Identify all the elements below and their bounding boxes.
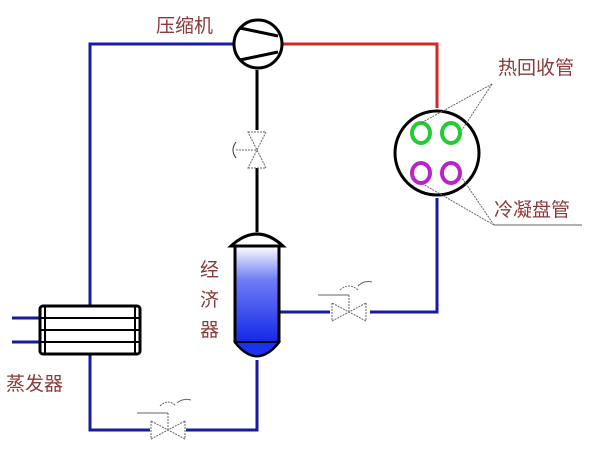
evaporator-return-line: [88, 355, 150, 432]
leader-lines: [420, 83, 582, 226]
suction-line: [88, 42, 236, 312]
economizer-label-1: 经: [200, 259, 219, 281]
heat-recovery-label: 热回收管: [498, 57, 574, 79]
expansion-valve-icon: [137, 398, 192, 440]
compressor-label: 压缩机: [156, 15, 213, 37]
compressor: [232, 18, 284, 70]
economizer-outlet-line: [186, 360, 259, 432]
economizer-label-2: 济: [200, 289, 219, 311]
condenser-tube: [440, 161, 462, 185]
condenser-liquid-line: [370, 198, 439, 314]
evaporator-label: 蒸发器: [6, 373, 63, 395]
discharge-line: [282, 42, 439, 108]
stop-valve-icon: [232, 131, 267, 169]
heat-recovery-tube: [440, 121, 462, 145]
expansion-valve-icon: [318, 281, 373, 322]
economizer: [227, 232, 287, 358]
economizer-label-3: 器: [200, 319, 219, 341]
evaporator: [38, 304, 142, 356]
condenser-coil-label: 冷凝盘管: [494, 199, 570, 221]
condenser-shell: [393, 109, 481, 197]
